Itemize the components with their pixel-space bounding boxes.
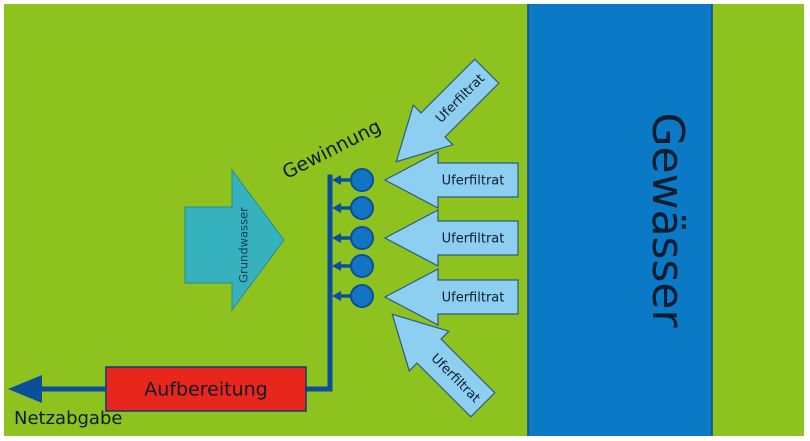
well-1 bbox=[332, 168, 374, 192]
wells bbox=[332, 168, 374, 308]
well-3 bbox=[332, 226, 374, 250]
filtrate-arrow-4: Uferfiltrat bbox=[383, 268, 519, 326]
network-supply-arrow bbox=[8, 375, 106, 403]
well-5 bbox=[332, 284, 374, 308]
well-2 bbox=[332, 196, 374, 220]
filtrate-label-2: Uferfiltrat bbox=[442, 174, 505, 189]
collecting-pipe bbox=[303, 174, 333, 392]
filtrate-label-4: Uferfiltrat bbox=[442, 291, 505, 306]
water-body-label: Gewässer bbox=[642, 112, 693, 328]
treatment-label: Aufbereitung bbox=[144, 379, 267, 401]
filtrate-arrow-3: Uferfiltrat bbox=[383, 209, 519, 267]
water-body bbox=[528, 4, 712, 436]
well-4 bbox=[332, 254, 374, 278]
filtrate-label-3: Uferfiltrat bbox=[442, 232, 505, 247]
filtrate-arrow-2: Uferfiltrat bbox=[383, 151, 519, 209]
filtrate-arrow-5: Uferfiltrat bbox=[391, 313, 496, 418]
network-supply-label: Netzabgabe bbox=[14, 408, 122, 429]
groundwater-label: Grundwasser bbox=[237, 207, 251, 283]
treatment-box: Aufbereitung bbox=[105, 366, 307, 412]
groundwater-arrow: Grundwasser bbox=[184, 168, 285, 312]
